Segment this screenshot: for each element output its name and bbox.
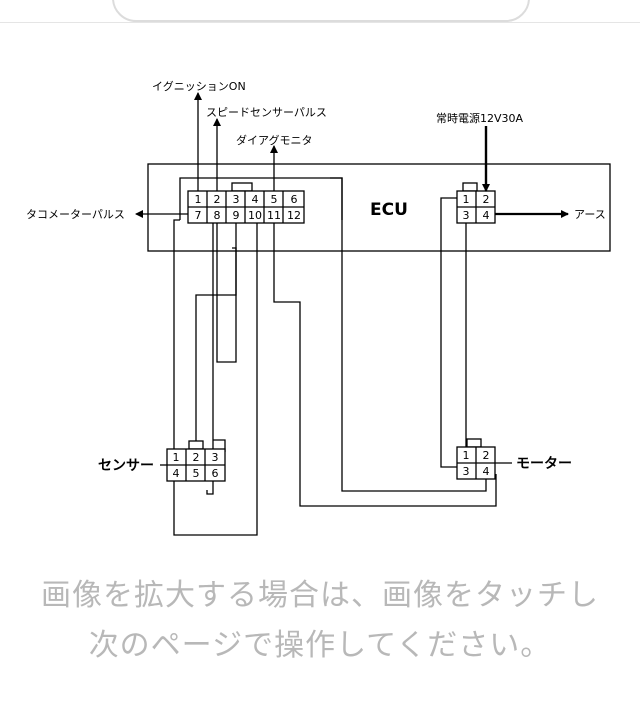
wire-bundle-motor <box>330 177 487 492</box>
power-label: 常時電源12V30A <box>436 111 524 125</box>
top-bar <box>0 0 640 23</box>
motor-pin-3: 3 <box>463 465 470 478</box>
ecu-connector: 1 2 3 4 5 6 7 8 9 10 11 12 <box>187 182 305 224</box>
power-pin-3: 3 <box>463 209 470 222</box>
caption-line-2: 次のページで操作してください。 <box>88 628 552 663</box>
wire-power1-loop <box>440 197 457 207</box>
wire-sensor3-loop <box>213 439 226 452</box>
power-pin-1: 1 <box>463 193 470 206</box>
ecu-label: ECU <box>370 200 408 220</box>
speed-sensor-label: スピードセンサーパルス <box>206 106 327 119</box>
motor-pin-1: 1 <box>463 449 470 462</box>
ecu-pin-8: 8 <box>214 209 221 222</box>
sensor-pin-1: 1 <box>173 451 180 464</box>
ecu-pin-4: 4 <box>252 193 259 206</box>
wire-sensor6 <box>206 223 214 495</box>
wiring-diagram: ECU 1 2 3 4 5 6 7 8 9 10 11 12 1 2 3 4 イ <box>26 79 611 536</box>
sensor-pin-6: 6 <box>212 467 219 480</box>
ecu-pin-5: 5 <box>271 193 278 206</box>
ecu-pin-10: 10 <box>248 209 262 222</box>
sensor-pin-3: 3 <box>212 451 219 464</box>
motor-pin-4: 4 <box>483 465 490 478</box>
power-pin-4: 4 <box>483 209 490 222</box>
ecu-pin-7: 7 <box>195 209 202 222</box>
wire-7-sensor4 <box>173 219 258 536</box>
earth-label: アース <box>574 208 606 221</box>
wire-9-sensor1 <box>195 223 237 452</box>
ecu-pin-12: 12 <box>287 209 301 222</box>
sensor-pin-5: 5 <box>193 467 200 480</box>
sensor-label: センサー <box>98 458 154 474</box>
ecu-pin-11: 11 <box>267 209 281 222</box>
sensor-pin-4: 4 <box>173 467 180 480</box>
sensor-connector: 1 2 3 4 5 6 <box>166 440 226 482</box>
wire-11-motor4 <box>273 223 497 507</box>
ignition-label: イグニッションON <box>152 79 246 93</box>
power-pin-2: 2 <box>483 193 490 206</box>
ecu-pin-6: 6 <box>291 193 298 206</box>
wire-power1-motor1 <box>465 223 467 462</box>
search-bar[interactable] <box>112 0 530 22</box>
ecu-pin-2: 2 <box>214 193 221 206</box>
tacho-label: タコメーターパルス <box>26 208 125 221</box>
ecu-pin-9: 9 <box>233 209 240 222</box>
motor-pin-2: 2 <box>483 449 490 462</box>
motor-label: モーター <box>516 456 572 472</box>
diag-label: ダイアグモニタ <box>236 133 312 147</box>
motor-connector: 1 2 3 4 <box>456 438 496 480</box>
wire-power3-motor3 <box>440 207 457 468</box>
ecu-pin-1: 1 <box>195 193 202 206</box>
power-connector: 1 2 3 4 <box>456 182 496 224</box>
ecu-pin-3: 3 <box>233 193 240 206</box>
wire-8-sensor2 <box>216 223 237 363</box>
caption-line-1: 画像を拡大する場合は、画像をタッチし <box>41 578 599 613</box>
sensor-pin-2: 2 <box>193 451 200 464</box>
